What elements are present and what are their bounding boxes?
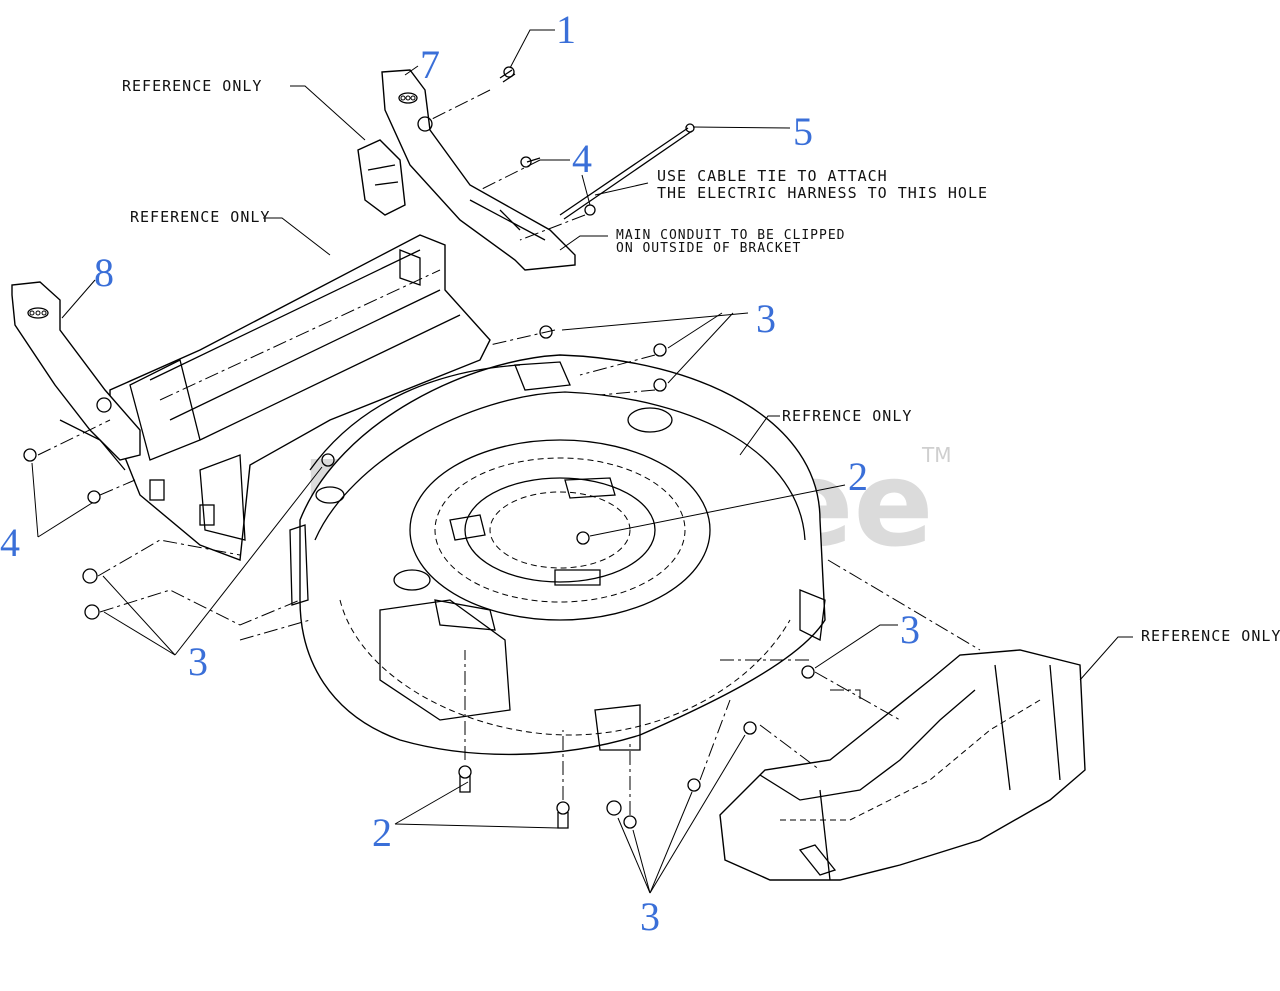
- watermark-trademark: TM: [921, 443, 951, 467]
- note-reference-only-top: REFERENCE ONLY: [122, 77, 262, 95]
- part-5-cable: [559, 123, 695, 220]
- callout-3-upper-right: 3: [756, 296, 776, 341]
- callout-3-right: 3: [900, 607, 920, 652]
- note-conduit-line2: ON OUTSIDE OF BRACKET: [616, 241, 801, 256]
- callout-3-lower: 3: [640, 894, 660, 939]
- part-7-right-bracket: [381, 69, 576, 271]
- fasteners: [23, 66, 815, 829]
- callout-4-left: 4: [0, 520, 20, 565]
- note-cable-tie-line2: THE ELECTRIC HARNESS TO THIS HOLE: [657, 184, 988, 202]
- note-reference-only-right: REFERENCE ONLY: [1141, 627, 1280, 645]
- callout-2-lower: 2: [372, 810, 392, 855]
- callout-1: 1: [556, 7, 576, 52]
- switch-box: [357, 139, 406, 216]
- mower-deck: [289, 354, 826, 756]
- part-8-left-bracket: [11, 281, 141, 471]
- callout-2-center: 2: [848, 454, 868, 499]
- note-reference-only-mid: REFERENCE ONLY: [130, 208, 270, 226]
- callout-7: 7: [420, 42, 440, 87]
- alignment-lines: [37, 89, 981, 815]
- callout-3-left: 3: [188, 639, 208, 684]
- note-refrence-only: REFRENCE ONLY: [782, 407, 912, 425]
- callout-8: 8: [94, 250, 114, 295]
- leader-lines: [31, 29, 1133, 894]
- callout-5: 5: [793, 109, 813, 154]
- rear-frame-assembly: [109, 234, 491, 561]
- note-conduit-line1: MAIN CONDUIT TO BE CLIPPED: [616, 228, 846, 243]
- note-cable-tie-line1: USE CABLE TIE TO ATTACH: [657, 167, 888, 185]
- callout-4-upper: 4: [572, 136, 592, 181]
- front-bumper: [719, 649, 1086, 881]
